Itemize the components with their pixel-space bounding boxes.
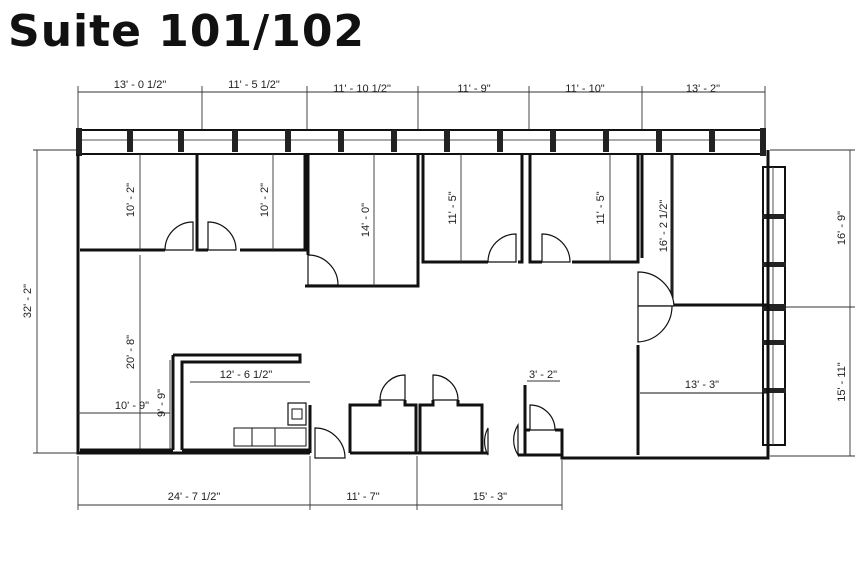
dim-top-4: 11' - 9" — [457, 83, 490, 95]
dim-office-4: 11' - 5" — [447, 191, 459, 224]
dim-corner-office: 16' - 2 1/2" — [658, 200, 670, 253]
dim-office-5: 11' - 5" — [595, 191, 607, 224]
page-title: Suite 101/102 — [8, 6, 366, 57]
dim-lower-right-width: 13' - 3" — [685, 379, 719, 391]
dim-top-3: 11' - 10 1/2" — [333, 83, 391, 95]
dim-office-1: 10' - 2" — [125, 183, 137, 217]
kitchen-area — [80, 353, 312, 453]
top-dimension-lines — [77, 86, 766, 130]
dim-top-6: 13' - 2" — [686, 83, 720, 95]
dim-closet-width: 3' - 2" — [529, 369, 557, 381]
dim-right-upper: 16' - 9" — [836, 211, 848, 245]
dim-right-lower: 15' - 11" — [836, 362, 848, 402]
dim-small-room-width: 10' - 9" — [115, 400, 149, 412]
dim-bottom-1: 24' - 7 1/2" — [168, 491, 221, 503]
top-offices — [80, 154, 768, 455]
dim-top-2: 11' - 5 1/2" — [228, 79, 280, 91]
dim-top-5: 11' - 10" — [565, 83, 605, 95]
dim-office-3: 14' - 0" — [360, 203, 372, 237]
dim-bottom-3: 15' - 3" — [473, 491, 507, 503]
dim-office-2: 10' - 2" — [259, 183, 271, 217]
bottom-dimension-lines — [77, 456, 563, 510]
dim-kitchen-width: 12' - 6 1/2" — [220, 369, 273, 381]
doors — [164, 221, 675, 459]
dim-small-room-depth: 9' - 9" — [156, 389, 168, 417]
dim-left-total: 32' - 2" — [22, 284, 34, 318]
restrooms — [348, 400, 484, 455]
closet — [523, 380, 564, 455]
window-wall — [76, 128, 766, 156]
dim-top-1: 13' - 0 1/2" — [114, 79, 167, 91]
dim-bottom-2: 11' - 7" — [346, 491, 379, 503]
interior-dimension-lines — [78, 154, 673, 450]
dim-open-area: 20' - 8" — [125, 335, 137, 369]
side-dimension-lines — [33, 149, 855, 457]
